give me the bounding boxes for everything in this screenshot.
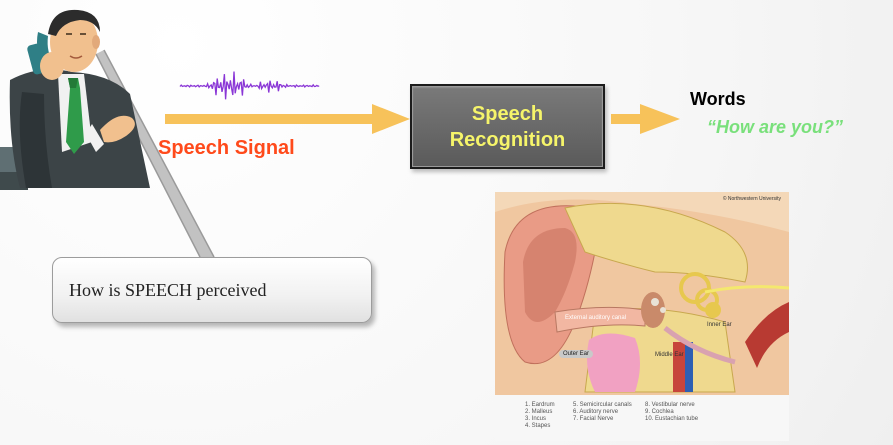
- ear-anatomy-figure: © Northwestern University External audit…: [495, 192, 789, 441]
- legend-item: 1. Eardrum: [525, 402, 555, 409]
- speech-signal-label: Speech Signal: [158, 137, 295, 160]
- legend-column-2: 5. Semicircular canals 6. Auditory nerve…: [573, 402, 632, 423]
- label-outer-ear: Outer Ear: [559, 350, 593, 358]
- speech-recognition-label: Speech Recognition: [433, 101, 583, 153]
- output-arrow: [611, 104, 680, 134]
- callout-box: How is SPEECH perceived: [52, 257, 372, 323]
- legend-item: 3. Incus: [525, 416, 555, 423]
- legend-column-1: 1. Eardrum 2. Malleus 3. Incus 4. Stapes: [525, 402, 555, 430]
- label-middle-ear: Middle Ear: [655, 352, 684, 358]
- label-inner-ear: Inner Ear: [707, 322, 732, 328]
- legend-item: 9. Cochlea: [645, 409, 698, 416]
- speech-recognition-box: Speech Recognition: [410, 84, 605, 169]
- output-quote: “How are you?”: [707, 117, 843, 138]
- callout-text: How is SPEECH perceived: [69, 280, 266, 301]
- legend-item: 8. Vestibular nerve: [645, 402, 698, 409]
- man-on-phone-illustration: [0, 2, 170, 192]
- legend-item: 4. Stapes: [525, 423, 555, 430]
- signal-arrow: [165, 104, 410, 134]
- legend-item: 10. Eustachian tube: [645, 416, 698, 423]
- legend-item: 7. Facial Nerve: [573, 416, 632, 423]
- speech-waveform: [180, 72, 319, 100]
- ear-copyright: © Northwestern University: [723, 196, 781, 202]
- legend-item: 6. Auditory nerve: [573, 409, 632, 416]
- label-external-auditory-canal: External auditory canal: [565, 315, 626, 321]
- legend-item: 5. Semicircular canals: [573, 402, 632, 409]
- words-label: Words: [690, 89, 746, 110]
- legend-column-3: 8. Vestibular nerve 9. Cochlea 10. Eusta…: [645, 402, 698, 423]
- ear-legend: 1. Eardrum 2. Malleus 3. Incus 4. Stapes…: [495, 395, 789, 441]
- legend-item: 2. Malleus: [525, 409, 555, 416]
